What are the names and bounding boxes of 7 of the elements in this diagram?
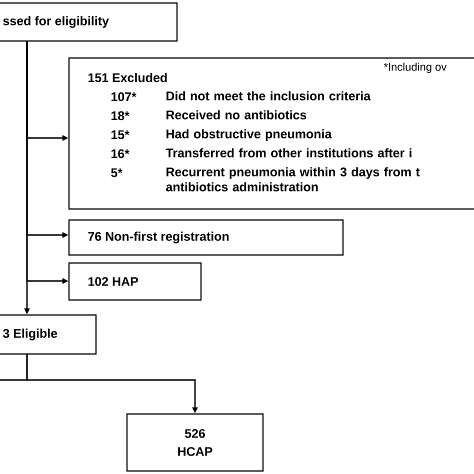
- arrow: [0, 354, 28, 381]
- process-box: 102 HAP: [68, 262, 202, 301]
- process-box: 526 HCAP: [126, 413, 264, 472]
- process-box: ssed for eligibility: [0, 2, 178, 42]
- exclusion-box: *Including ov 151 Excluded 107* Did not meet the inclusion criteria 18* Received no antibiotics 15* Had obstructive pneumonia 16* Transferred from other institutions after i 5* Recurrent pneumonia within 3 days from t antibiotics administration: [68, 57, 474, 210]
- process-box: 3 Eligible: [0, 314, 97, 355]
- process-box: 76 Non-first registration: [68, 219, 344, 256]
